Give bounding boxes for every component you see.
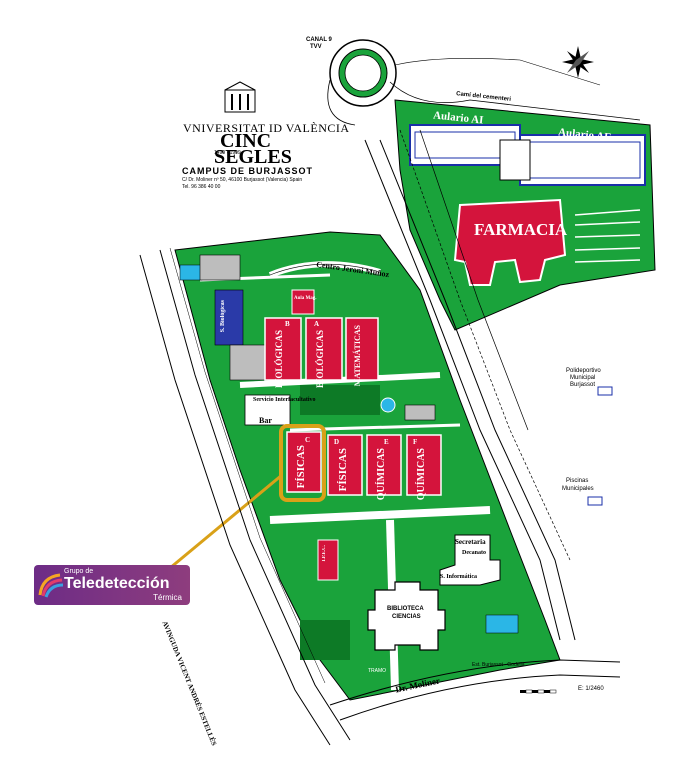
matematicas-label: MATEMÁTICAS xyxy=(353,325,362,387)
polideportivo-label-1: Polideportivo xyxy=(566,368,601,374)
letter-e: E xyxy=(384,438,389,446)
piscinas-label-2: Municipales xyxy=(562,486,594,492)
fisicas-d-label: FÍSICAS xyxy=(337,448,349,492)
building-fisicas-c xyxy=(286,431,322,493)
highlight-fisicas xyxy=(279,424,326,502)
building-fisicas-d xyxy=(327,434,363,496)
roundabout xyxy=(327,39,641,126)
faculty-buildings xyxy=(264,289,501,651)
s-informatica-label: S. Informática xyxy=(440,574,477,580)
biblioteca-label-1: BIBLIOTECA xyxy=(387,606,424,612)
teledeteccion-logo: Grupo de Teledetección Térmica xyxy=(34,565,190,605)
aula-magna-label: Aula Mag. xyxy=(294,296,317,301)
canal-label: CANAL 9 xyxy=(306,37,332,43)
polideportivo-label-3: Burjassot xyxy=(570,382,596,388)
cinc-segles-cinc: CINC xyxy=(220,130,272,152)
cinc-segles-segles: SEGLES xyxy=(214,146,292,168)
compass-icon xyxy=(562,46,594,78)
bar-label: Bar xyxy=(259,416,272,425)
scale-bar xyxy=(520,689,557,694)
building-biblioteca xyxy=(367,581,446,651)
rail-corridor xyxy=(364,129,576,641)
sports-icon xyxy=(587,386,613,506)
estacio-label: Est. Burjassot · Godella xyxy=(472,662,525,668)
campus-title: CAMPUS DE BURJASSOT xyxy=(182,166,314,176)
tvv-label: TVV xyxy=(310,44,322,50)
building-biologicas-b xyxy=(264,317,302,381)
scale-label: E: 1/2460 xyxy=(578,686,604,692)
tramo-label: TRAMO xyxy=(368,668,387,674)
logo-line-3: Térmica xyxy=(153,593,182,602)
building-ipec xyxy=(317,539,339,581)
logo-line-2: Teledetección xyxy=(64,575,170,592)
letter-d: D xyxy=(334,438,340,446)
biologicas-small-label: S. Biológicas xyxy=(220,300,226,333)
building-matematicas xyxy=(345,317,379,381)
biologicas-a-label: BIOLÓGICAS xyxy=(315,330,325,389)
campus-address: C/ Dr. Moliner nº 50, 46100 Burjassot (V… xyxy=(182,177,303,183)
servicio-label: Servicio Interfacultativo xyxy=(253,397,316,403)
polideportivo-label-2: Municipal xyxy=(570,375,596,381)
letter-f: F xyxy=(413,438,418,446)
letter-c: C xyxy=(305,436,311,444)
fisicas-c-label: FÍSICAS xyxy=(295,445,307,489)
ipec-label: I.P.E.C. xyxy=(322,545,327,562)
building-aula-magna xyxy=(291,289,315,315)
quimicas-f-label: QUÍMICAS xyxy=(416,448,427,501)
decanato-label: Decanato xyxy=(462,550,486,556)
biblioteca-label-2: CIENCIAS xyxy=(392,614,421,620)
campus-phone: Tel. 96 386 40 00 xyxy=(182,184,221,190)
biologicas-b-label: BIOLÓGICAS xyxy=(274,330,284,389)
piscinas-label-1: Piscinas xyxy=(566,478,589,484)
building-biologicas-a xyxy=(305,317,343,381)
farmacia-label: FARMACIA xyxy=(474,220,568,239)
highlight-pointer xyxy=(169,473,283,570)
building-quimicas-e xyxy=(366,434,402,496)
logo-line-1: Grupo de xyxy=(64,568,94,575)
logo-swirl-icon xyxy=(38,573,64,598)
building-quimicas-f xyxy=(406,434,442,496)
quimicas-e-label: QUÍMICAS xyxy=(376,448,387,501)
farmacia-zone xyxy=(394,99,656,331)
university-name: VNIVERSITAT ID VALÈNCIA xyxy=(183,121,350,135)
university-crest-icon xyxy=(224,81,256,113)
letter-b: B xyxy=(285,320,290,328)
cinc-segles-years: 1499 · 1999 xyxy=(214,150,241,156)
letter-a: A xyxy=(314,320,320,328)
secretaria-label: Secretaria xyxy=(455,538,486,546)
avinguda xyxy=(139,247,351,746)
